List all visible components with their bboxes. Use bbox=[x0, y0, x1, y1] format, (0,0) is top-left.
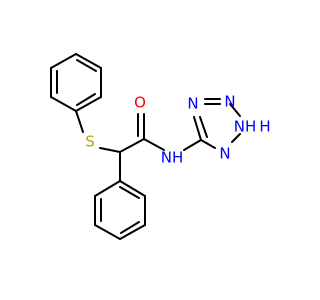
bottom-phenyl-ring bbox=[94, 180, 146, 240]
bond bbox=[76, 59, 97, 72]
bond bbox=[75, 110, 84, 133]
bond bbox=[119, 138, 145, 153]
tetrazole-n-atom-label: N bbox=[187, 95, 198, 113]
tetrazole-ring bbox=[193, 98, 241, 149]
tetrazole-n-atom-label: NH bbox=[234, 118, 257, 136]
sulfur-atom-label: S bbox=[85, 133, 95, 151]
bond bbox=[231, 133, 241, 143]
top-phenyl-ring bbox=[50, 53, 102, 112]
bond bbox=[229, 103, 241, 117]
bond bbox=[120, 221, 140, 234]
tetrazole-n-atom-label: N bbox=[219, 145, 230, 163]
bond bbox=[50, 53, 77, 69]
bond bbox=[183, 139, 202, 151]
bond bbox=[200, 139, 216, 149]
tetrazole-h-atom-label: H bbox=[259, 118, 270, 136]
bond bbox=[119, 224, 146, 240]
bond bbox=[119, 186, 140, 199]
oxygen-atom-label: O bbox=[134, 94, 146, 112]
molecule-structure: S O NH N N N NH H bbox=[50, 53, 271, 240]
structure-canvas: S O NH N N N NH H bbox=[50, 53, 271, 240]
bond bbox=[193, 116, 202, 141]
bond bbox=[119, 180, 146, 197]
bond bbox=[76, 93, 96, 106]
tetrazole-n-atom-label: N bbox=[224, 93, 235, 111]
bond bbox=[94, 224, 121, 240]
bond bbox=[99, 147, 121, 153]
bond bbox=[75, 53, 102, 69]
bond bbox=[50, 96, 77, 112]
bond bbox=[143, 138, 165, 151]
bond bbox=[94, 180, 121, 197]
bond bbox=[199, 116, 208, 138]
bond bbox=[75, 96, 102, 112]
amide-nh-atom-label: NH bbox=[161, 149, 184, 167]
